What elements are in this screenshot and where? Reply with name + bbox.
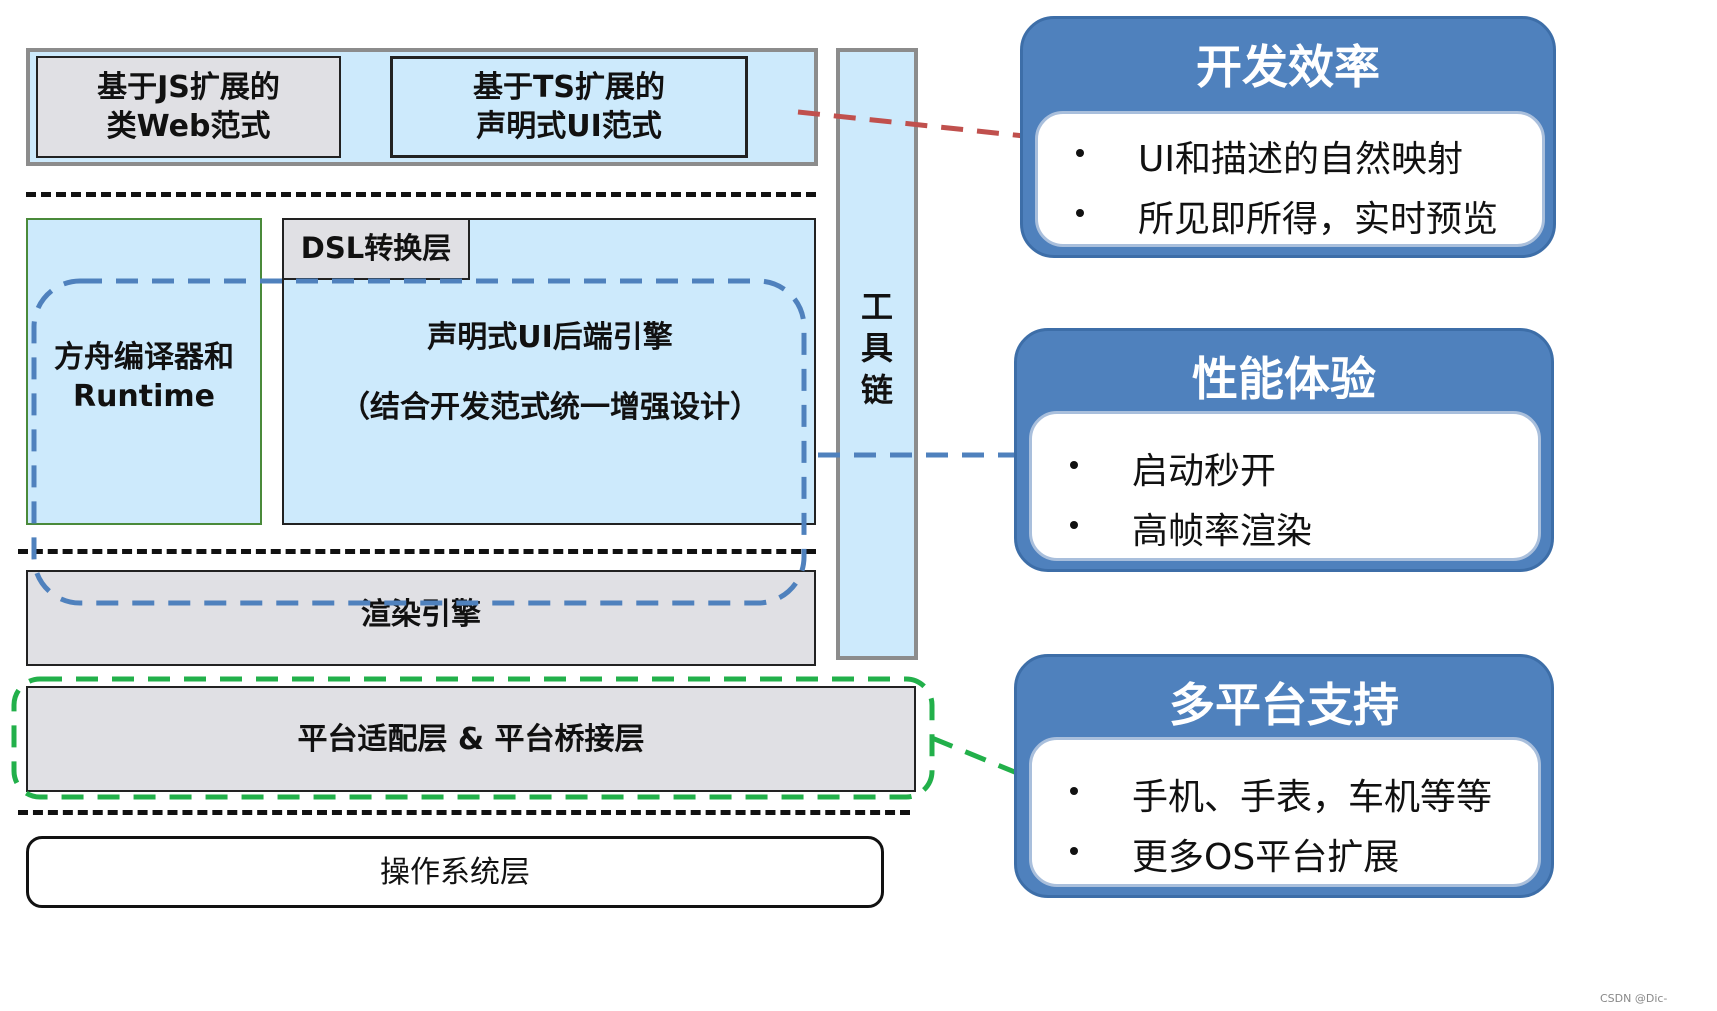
ts-declarative-paradigm-box: 基于TS扩展的 声明式UI范式 (390, 56, 748, 158)
render-engine-box: 渲染引擎 (26, 570, 816, 666)
bullet-icon (1070, 847, 1078, 855)
separator-top (26, 192, 816, 197)
ts-box-line-1: 基于TS扩展的 (472, 70, 666, 105)
list-item: 手机、手表，车机等等 (1032, 768, 1538, 818)
panel-multiplatform: 多平台支持 手机、手表，车机等等 更多OS平台扩展 (1014, 654, 1554, 898)
os-layer-box: 操作系统层 (26, 836, 884, 908)
list-item: 高帧率渲染 (1032, 502, 1538, 552)
list-item: 所见即所得，实时预览 (1038, 190, 1542, 240)
platform-layer-label: 平台适配层 & 平台桥接层 (297, 721, 645, 757)
js-box-line-2: 类Web范式 (106, 109, 271, 144)
multiplatform-connector (931, 735, 1023, 778)
panel-dev-efficiency-title: 开发效率 (1196, 40, 1380, 94)
backend-engine-subtitle: （结合开发范式统一增强设计） (340, 389, 760, 425)
ark-compiler-runtime-box: 方舟编译器和 Runtime (26, 218, 262, 525)
bullet-icon (1070, 521, 1078, 529)
panel-performance-title: 性能体验 (1192, 352, 1376, 406)
list-item: 更多OS平台扩展 (1032, 828, 1538, 878)
platform-adaptation-layer-box: 平台适配层 & 平台桥接层 (26, 686, 916, 792)
panel-multiplatform-title: 多平台支持 (1169, 678, 1399, 732)
panel-dev-efficiency: 开发效率 UI和描述的自然映射 所见即所得，实时预览 (1020, 16, 1556, 258)
bullet-icon (1070, 461, 1078, 469)
watermark: CSDN @Dic- (1600, 992, 1668, 1005)
render-engine-label: 渲染引擎 (361, 597, 481, 632)
toolchain-char-2: 具 (860, 329, 893, 368)
panel-performance-body: 启动秒开 高帧率渲染 (1029, 411, 1541, 561)
js-box-line-1: 基于JS扩展的 (97, 70, 280, 105)
os-layer-label: 操作系统层 (380, 854, 530, 890)
bullet-icon (1076, 149, 1084, 157)
toolchain-char-3: 链 (860, 370, 893, 409)
ts-box-line-2: 声明式UI范式 (476, 109, 662, 144)
toolchain-char-1: 工 (860, 287, 893, 326)
panel-dev-efficiency-body: UI和描述的自然映射 所见即所得，实时预览 (1035, 111, 1545, 247)
dsl-conversion-layer-box: DSL转换层 (282, 218, 470, 280)
js-web-paradigm-box: 基于JS扩展的 类Web范式 (36, 56, 341, 158)
dsl-label: DSL转换层 (300, 231, 452, 266)
backend-engine-title: 声明式UI后端引擎 (427, 319, 673, 355)
separator-bottom (18, 810, 910, 815)
list-item: 启动秒开 (1032, 442, 1538, 492)
panel-performance: 性能体验 启动秒开 高帧率渲染 (1014, 328, 1554, 572)
compiler-line-2: Runtime (72, 379, 216, 414)
list-item: UI和描述的自然映射 (1038, 130, 1542, 180)
panel-multiplatform-body: 手机、手表，车机等等 更多OS平台扩展 (1029, 737, 1541, 887)
compiler-line-1: 方舟编译器和 (54, 340, 234, 375)
toolchain-box: 工 具 链 (836, 48, 918, 660)
bullet-icon (1076, 209, 1084, 217)
separator-middle (18, 549, 816, 554)
bullet-icon (1070, 787, 1078, 795)
